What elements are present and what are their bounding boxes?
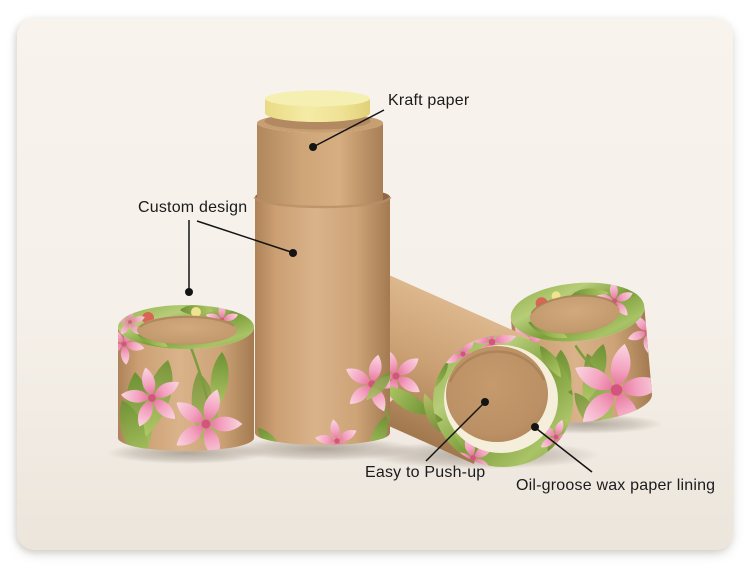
callout-dot-kraft-paper [309, 143, 317, 151]
left-floral-cap [118, 305, 254, 451]
balm-stick [265, 90, 370, 122]
callout-line-kraft-paper [312, 109, 385, 148]
callout-dot-custom-design-left [185, 288, 193, 296]
callout-line-custom-design-right [196, 220, 292, 253]
label-kraft-paper: Kraft paper [388, 92, 470, 109]
callout-line-easy-push-up [425, 403, 484, 462]
callout-line-wax-lining [536, 428, 593, 473]
outer-tube-body [255, 197, 390, 446]
label-easy-push-up: Easy to Push-up [365, 464, 486, 481]
label-wax-paper-lining: Oil-groose wax paper lining [516, 477, 716, 494]
inner-tube [257, 123, 383, 207]
right-floral-cap [491, 277, 687, 428]
main-tube [253, 90, 392, 446]
callout-dot-easy-push-up [481, 398, 489, 406]
callout-dot-wax-lining [531, 423, 539, 431]
main-tube-floral-print [255, 348, 390, 446]
label-custom-design: Custom design [138, 199, 248, 216]
right-cap-floral-print [491, 298, 687, 428]
lying-tube-interior [446, 346, 548, 442]
callouts [185, 109, 593, 473]
callout-dot-custom-design-right [289, 249, 297, 257]
